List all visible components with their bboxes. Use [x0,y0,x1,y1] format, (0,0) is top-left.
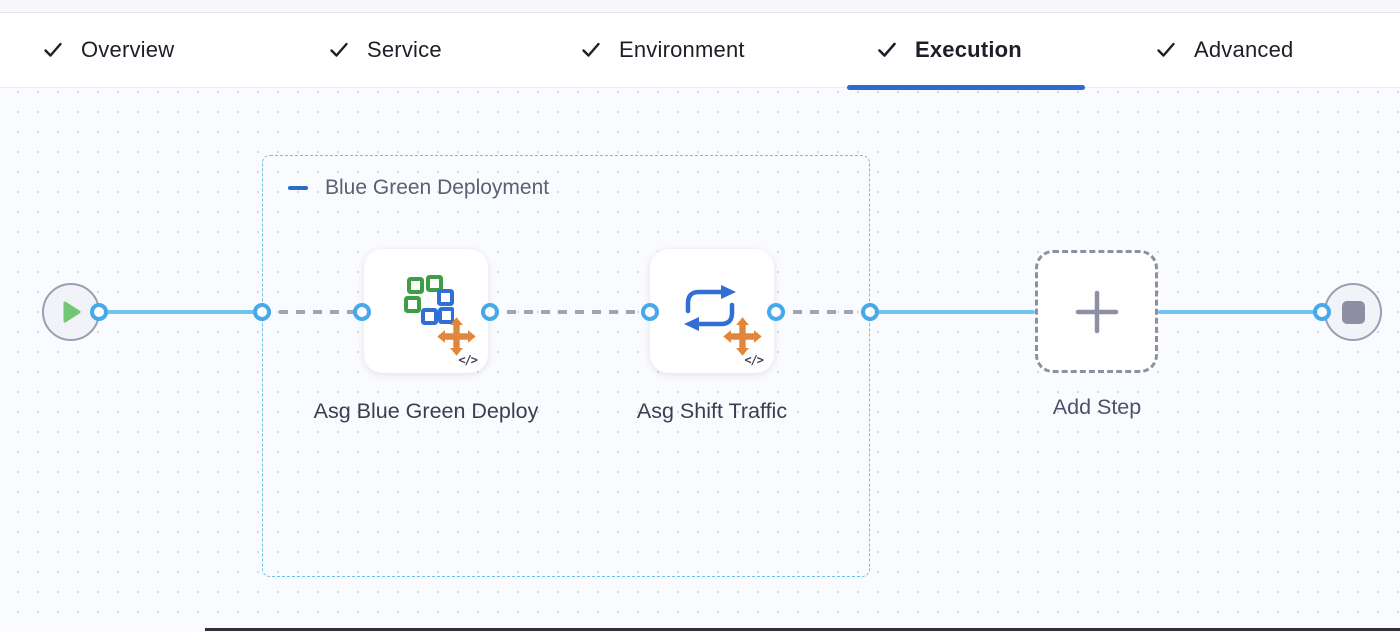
tab-label: Advanced [1194,37,1294,62]
window-top-strip [0,0,1400,13]
move-arrows-icon [723,317,762,356]
move-arrows-icon [437,317,476,356]
step-group-blue-green-deployment [262,155,870,577]
code-icon: </> [458,353,478,367]
collapse-group-icon[interactable] [288,185,308,191]
tab-execution[interactable]: Execution [876,13,1022,87]
link-group-to-addstep [870,310,1035,314]
active-tab-underline [847,85,1085,90]
step-group-title: Blue Green Deployment [325,176,550,199]
check-icon [44,42,62,57]
step-label-asg-blue-green-deploy: Asg Blue Green Deploy [313,399,539,423]
tab-label: Service [367,37,442,62]
tab-label: Execution [915,37,1022,62]
stage-config-tabbar: Overview Service Environment Execution A… [0,13,1400,90]
step-group-header: Blue Green Deployment [288,176,549,200]
tab-overview[interactable]: Overview [42,13,174,87]
add-step-label: Add Step [1052,395,1142,419]
link-group-to-step1 [262,310,362,314]
link-addstep-to-end [1158,310,1322,314]
play-icon [63,301,81,323]
port-step1-in [353,303,371,321]
link-start-to-group [95,310,262,314]
tab-environment[interactable]: Environment [580,13,745,87]
execution-graph-canvas[interactable]: Blue Green Deployment </> Asg Blue Gr [0,88,1400,631]
stop-icon [1341,300,1365,324]
plus-icon [1075,290,1118,333]
port-group-out [861,303,879,321]
add-step-button[interactable] [1035,250,1158,373]
port-group-in [253,303,271,321]
step-label-asg-shift-traffic: Asg Shift Traffic [636,399,788,423]
check-icon [878,42,896,57]
asg-shift-traffic-icon [684,285,736,331]
port-end-in [1313,303,1331,321]
check-icon [582,42,600,57]
port-step1-out [481,303,499,321]
tab-service[interactable]: Service [328,13,442,87]
port-step2-in [641,303,659,321]
tab-label: Overview [81,37,175,62]
bottom-edge-bar [205,628,1400,631]
link-step1-to-step2 [490,310,650,314]
pipeline-end-node [1324,283,1382,341]
step-node-asg-shift-traffic[interactable]: </> [650,249,774,373]
link-step2-to-group [776,310,870,314]
code-icon: </> [744,353,764,367]
check-icon [330,42,348,57]
tab-label: Environment [619,37,745,62]
asg-blue-green-deploy-icon [404,275,454,325]
port-start-out [90,303,108,321]
step-node-asg-blue-green-deploy[interactable]: </> [364,249,488,373]
check-icon [1157,42,1175,57]
port-step2-out [767,303,785,321]
tab-advanced[interactable]: Advanced [1155,13,1293,87]
